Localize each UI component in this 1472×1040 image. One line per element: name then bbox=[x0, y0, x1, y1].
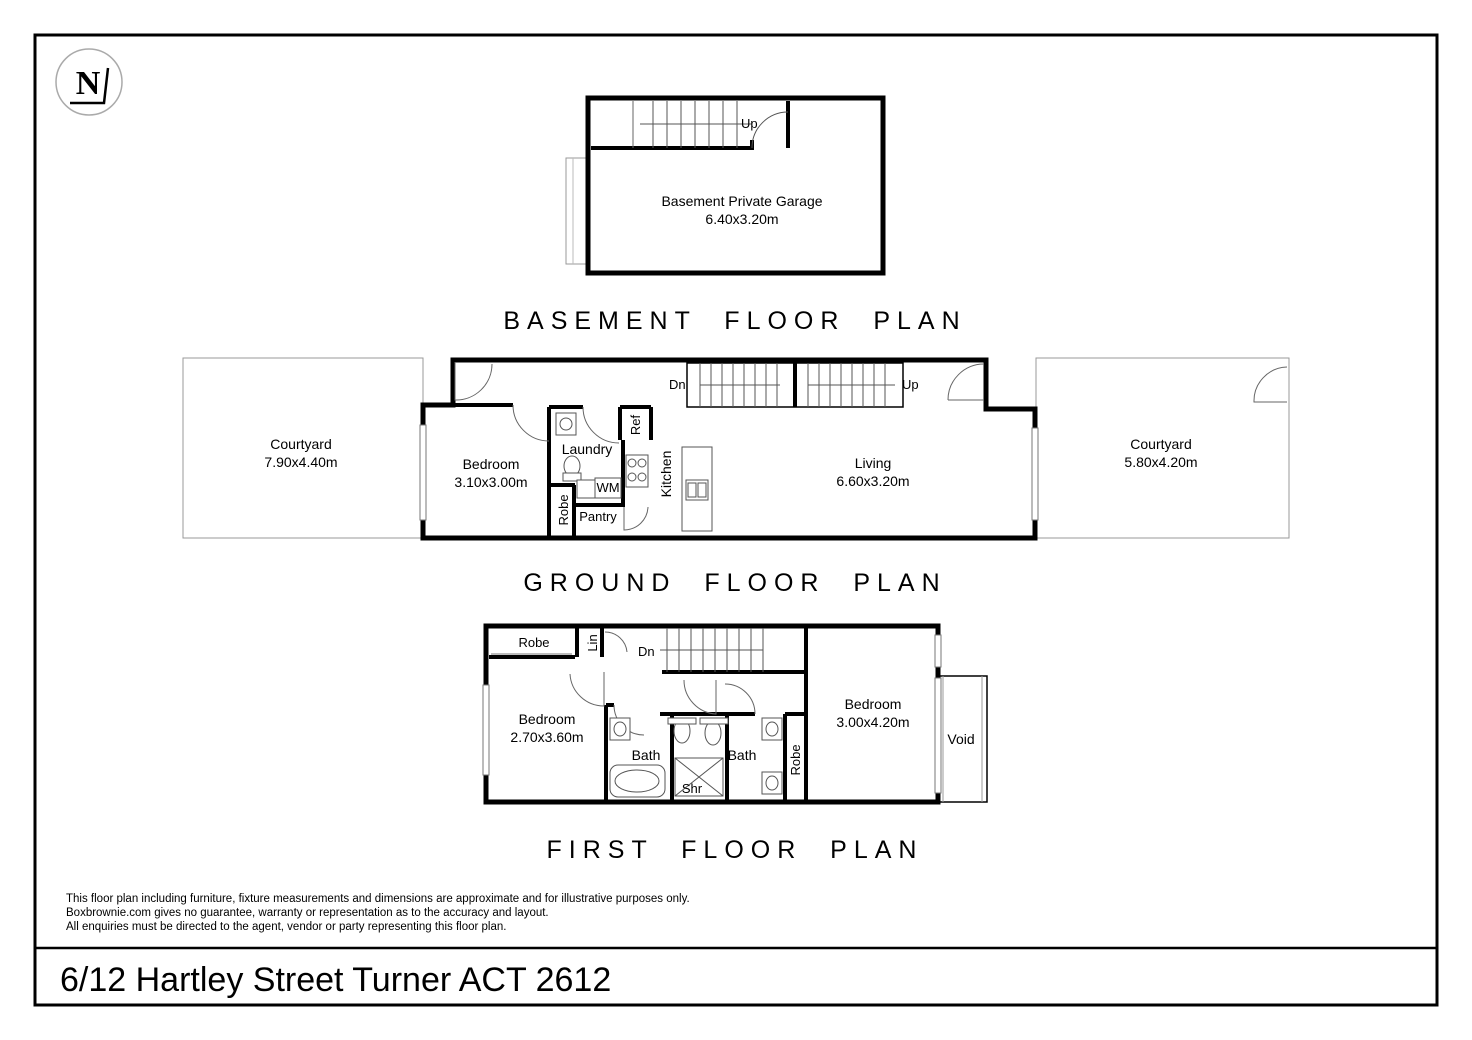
shr-label: Shr bbox=[682, 781, 703, 796]
north-logo: N bbox=[55, 48, 123, 116]
first-bedroom-right-size: 3.00x4.20m bbox=[836, 714, 909, 730]
courtyard-right-name: Courtyard bbox=[1130, 436, 1191, 452]
sheet-border bbox=[33, 33, 1439, 1007]
first-robe-side-label: Robe bbox=[788, 744, 803, 775]
void-label: Void bbox=[947, 731, 974, 747]
kitchen-label: Kitchen bbox=[658, 451, 674, 498]
first-plan: Robe Lin Dn Bedroom 2.70x3.60m Bath Shr … bbox=[482, 623, 988, 805]
garage-size: 6.40x3.20m bbox=[705, 211, 778, 227]
ground-dn-label: Dn bbox=[669, 377, 686, 392]
first-dn-label: Dn bbox=[638, 644, 655, 659]
bath-left-label: Bath bbox=[632, 747, 661, 763]
disclaimer-line-3: All enquiries must be directed to the ag… bbox=[66, 921, 506, 933]
basement-heading: BASEMENT FLOOR PLAN bbox=[503, 307, 966, 335]
first-bedroom-left-name: Bedroom bbox=[519, 711, 576, 727]
wm-label: WM bbox=[596, 480, 619, 495]
first-robe-top-label: Robe bbox=[518, 635, 549, 650]
ground-stairs bbox=[686, 362, 904, 408]
void-area bbox=[937, 675, 988, 803]
courtyard-left-name: Courtyard bbox=[270, 436, 331, 452]
courtyard-left-area bbox=[182, 357, 424, 539]
basement-stairs bbox=[591, 101, 790, 150]
garage-walls bbox=[585, 95, 886, 276]
ground-plan: Courtyard 7.90x4.40m Bedroom 3.10x3.00m … bbox=[182, 357, 1290, 541]
first-heading: FIRST FLOOR PLAN bbox=[547, 836, 924, 864]
laundry-fixtures bbox=[555, 412, 713, 532]
courtyard-right-area bbox=[1035, 357, 1290, 539]
property-address: 6/12 Hartley Street Turner ACT 2612 bbox=[60, 961, 611, 999]
basement-stair-label: Up bbox=[741, 116, 758, 131]
ground-heading: GROUND FLOOR PLAN bbox=[523, 569, 946, 597]
disclaimer-line-1: This floor plan including furniture, fix… bbox=[66, 893, 690, 905]
first-stairs bbox=[660, 628, 764, 672]
bath-fixtures bbox=[609, 717, 783, 798]
ref-label: Ref bbox=[628, 414, 643, 435]
living-name: Living bbox=[855, 455, 892, 471]
pantry-label: Pantry bbox=[579, 509, 617, 524]
courtyard-left-size: 7.90x4.40m bbox=[264, 454, 337, 470]
lin-label: Lin bbox=[585, 634, 600, 651]
ground-bedroom-name: Bedroom bbox=[463, 456, 520, 472]
ground-walls bbox=[420, 357, 1038, 541]
ground-bedroom-size: 3.10x3.00m bbox=[454, 474, 527, 490]
laundry-label: Laundry bbox=[562, 441, 613, 457]
ground-robe-label: Robe bbox=[556, 494, 571, 525]
bath-right-label: Bath bbox=[728, 747, 757, 763]
living-size: 6.60x3.20m bbox=[836, 473, 909, 489]
basement-plan: Up Basement Private Garage 6.40x3.20m bbox=[565, 95, 886, 276]
first-bedroom-right-name: Bedroom bbox=[845, 696, 902, 712]
disclaimer-line-2: Boxbrownie.com gives no guarantee, warra… bbox=[66, 907, 549, 919]
first-bedroom-left-size: 2.70x3.60m bbox=[510, 729, 583, 745]
courtyard-right-size: 5.80x4.20m bbox=[1124, 454, 1197, 470]
garage-door bbox=[565, 157, 589, 265]
ground-up-label: Up bbox=[902, 377, 919, 392]
north-letter: N bbox=[76, 65, 101, 102]
garage-name: Basement Private Garage bbox=[661, 193, 822, 209]
